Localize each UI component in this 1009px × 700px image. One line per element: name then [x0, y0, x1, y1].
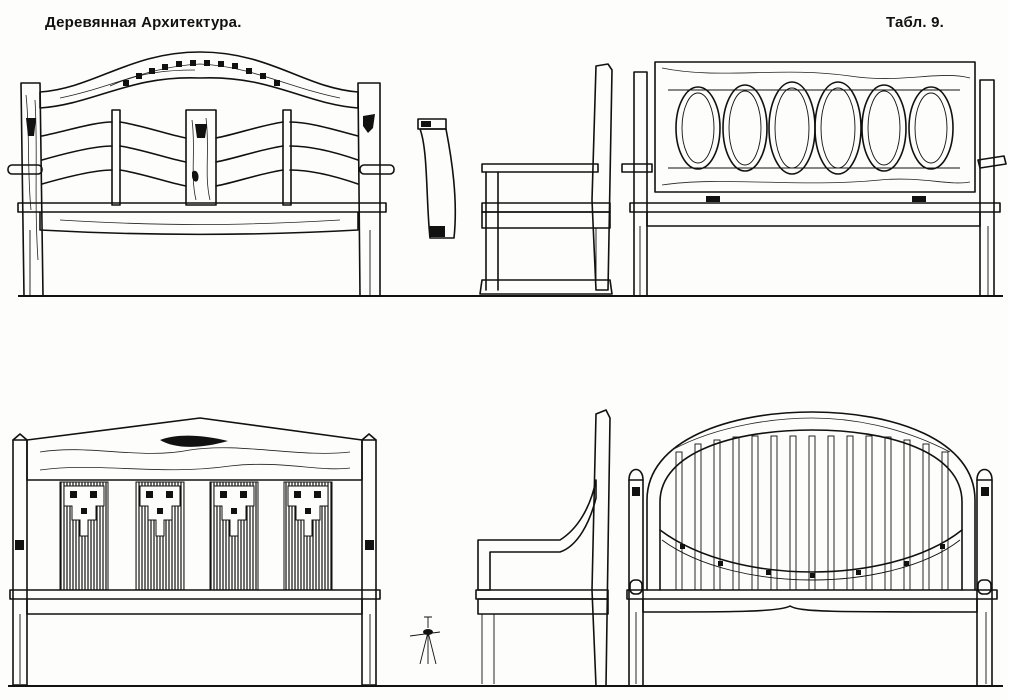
bench-oval-arch-front-view: [626, 411, 998, 687]
plate-title: Деревянная Архитектура.: [45, 14, 242, 31]
bench-ovals-front-view: [621, 61, 1007, 297]
profile-detail: [417, 118, 457, 239]
stand-symbol: [409, 616, 441, 665]
plate-number: Табл. 9.: [886, 14, 944, 31]
bench-arched-front-view: [7, 51, 395, 297]
bench-splats-front-view: [9, 417, 381, 686]
bench-side-view-bottom: [475, 409, 611, 687]
bench-side-view-top: [479, 63, 613, 295]
